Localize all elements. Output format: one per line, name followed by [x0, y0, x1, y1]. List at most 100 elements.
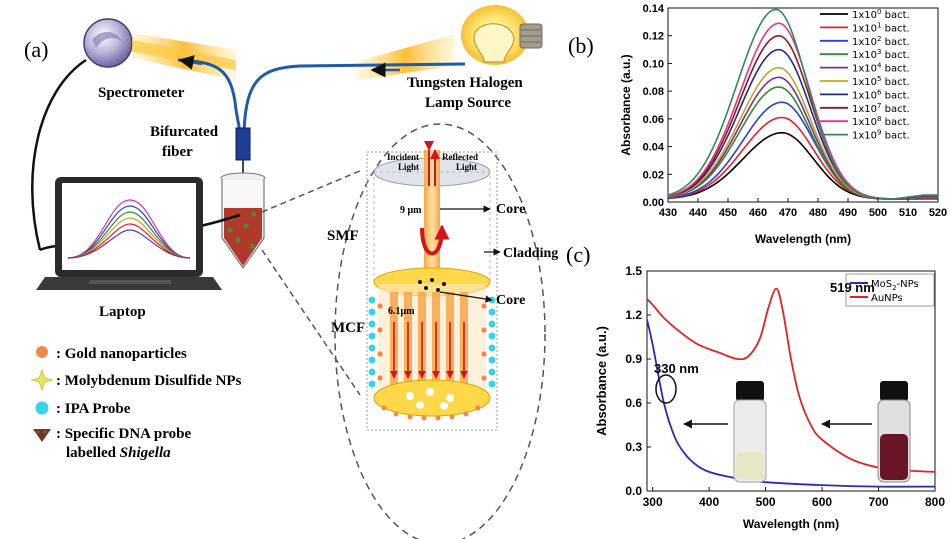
chart-c-xlabel: Wavelength (nm)	[743, 517, 839, 531]
cladding-label: Cladding	[503, 246, 558, 261]
chart-c-y-tick-label: 0.9	[625, 352, 642, 366]
incident-light-label-2: Light	[398, 162, 419, 172]
spectrometer-label: Spectrometer	[98, 85, 185, 101]
chart-b-x-tick-label: 430	[659, 207, 677, 219]
chart-b-x-tick-label: 510	[899, 207, 917, 219]
chart-b-legend-entry: 1x101 bact.	[852, 21, 910, 34]
chart-b-legend-entry: 1x107 bact.	[852, 102, 910, 115]
smf-label: SMF	[327, 228, 359, 244]
chart-b-y-tick-label: 0.14	[643, 3, 665, 15]
direction-arrow-icon	[178, 55, 400, 78]
chart-b-legend-entry: 1x100 bact.	[852, 8, 910, 21]
chart-b-legend-entry: 1x109 bact.	[852, 129, 910, 142]
chart-b-y-tick-label: 0.08	[643, 86, 664, 98]
chart-b-legend-entry: 1x104 bact.	[852, 62, 910, 75]
chart-b-x-tick-label: 490	[839, 207, 857, 219]
chart-b-x-tick-label: 450	[719, 207, 737, 219]
chart-c-x-tick-label: 300	[643, 495, 663, 509]
chart-c-y-tick-label: 0.3	[625, 440, 642, 454]
fiber-label-line1: Bifurcated	[150, 124, 219, 140]
chart-b-ylabel: Absorbance (a.u.)	[619, 54, 633, 155]
schematic-legend: : Gold nanoparticles : Molybdenum Disulf…	[30, 346, 242, 461]
annotation-519nm: 519 nm	[830, 280, 875, 295]
chart-b-y-ticks: 0.00 0.02 0.04 0.06 0.08 0.10 0.12 0.14	[643, 3, 672, 209]
laptop-label: Laptop	[99, 304, 146, 320]
chart-c-x-ticks: 300 400 500 600 700 800	[643, 487, 945, 509]
aunps-vial-image	[877, 381, 911, 483]
reflected-light-label-2: Light	[456, 162, 477, 172]
mcf-core-diameter-label: 6.1μm	[388, 306, 415, 317]
chart-c-legend-box	[845, 273, 935, 307]
chart-b-y-tick-label: 0.12	[643, 31, 664, 43]
mcf-label: MCF	[331, 320, 365, 336]
gold-nanoparticle-icon	[36, 346, 48, 358]
chart-c-x-tick-label: 400	[699, 495, 719, 509]
ipa-probe-icon	[35, 401, 49, 415]
panel-a-schematic: (a) Spectrometer Tungsten Halogen Lamp S…	[24, 5, 558, 539]
panel-c-label: (c)	[566, 242, 590, 267]
chart-b-legend-entry: 1x108 bact.	[852, 115, 910, 128]
lamp-label-line1: Tungsten Halogen	[407, 75, 523, 91]
330nm-highlight-ring	[655, 374, 677, 404]
mos2-nanoparticle-icon	[30, 369, 54, 391]
legend-item-mos2: : Molybdenum Disulfide NPs	[56, 373, 242, 389]
annotation-330nm: 330 nm	[654, 361, 699, 376]
chart-b-y-tick-label: 0.02	[643, 169, 664, 181]
chart-c-x-tick-label: 700	[869, 495, 889, 509]
chart-b-y-tick-label: 0.00	[643, 197, 664, 209]
chart-c-y-tick-label: 1.2	[625, 308, 642, 322]
legend-item-ipa: : IPA Probe	[56, 401, 131, 417]
panel-b-label: (b)	[568, 33, 594, 58]
lamp-label-line2: Lamp Source	[425, 95, 511, 111]
reflected-light-label: Reflected	[442, 152, 478, 162]
chart-c-series-line	[646, 287, 936, 473]
chart-b-x-tick-label: 500	[869, 207, 887, 219]
chart-b-x-tick-label: 460	[749, 207, 767, 219]
chart-b-y-tick-label: 0.04	[643, 142, 665, 154]
panel-c-chart: (c) 300 400 500 600 700 800 0.0 0.3 0.6 0.9 1.2 1.…	[566, 242, 945, 531]
chart-b-x-tick-label: 520	[929, 207, 947, 219]
mos2-vial-image	[733, 381, 767, 483]
fiber-zoom-inset: Incident Light Reflected Light 9 μm Core…	[327, 123, 558, 539]
chart-c-y-tick-label: 0.0	[625, 484, 642, 498]
core-label-top: Core	[496, 202, 525, 217]
core-diameter-label: 9 μm	[400, 205, 422, 216]
fiber-label-line2: fiber	[162, 144, 193, 160]
chart-c-x-tick-label: 500	[756, 495, 776, 509]
chart-b-legend-entry: 1x105 bact.	[852, 75, 910, 88]
chart-c-x-tick-label: 600	[812, 495, 832, 509]
chart-b-legend-entry: 1x106 bact.	[852, 88, 910, 101]
chart-b-series-line	[667, 8, 938, 200]
dna-probe-icon	[33, 429, 51, 442]
chart-b-x-tick-label: 470	[779, 207, 797, 219]
chart-b-legend-entry: 1x103 bact.	[852, 48, 910, 61]
chart-c-legend-entry: MoS2-NPs	[871, 279, 919, 292]
chart-b-legend: 1x100 bact.1x101 bact.1x102 bact.1x103 b…	[820, 8, 910, 142]
chart-c-x-tick-label: 800	[925, 495, 945, 509]
chart-b-xlabel: Wavelength (nm)	[755, 232, 851, 246]
legend-item-dna: : Specific DNA probe	[56, 426, 191, 442]
chart-c-ylabel: Absorbance (a.u.)	[594, 326, 609, 436]
chart-b-y-tick-label: 0.10	[643, 58, 664, 70]
chart-b-series-group	[667, 8, 938, 200]
chart-b-legend-entry: 1x102 bact.	[852, 35, 910, 48]
incident-light-label: Incident	[387, 152, 419, 162]
spectrometer-icon	[83, 18, 236, 80]
laptop-screen-curves	[67, 199, 191, 259]
chart-b-y-tick-label: 0.06	[643, 114, 664, 126]
chart-c-y-ticks: 0.0 0.3 0.6 0.9 1.2 1.5	[625, 264, 651, 498]
chart-b-x-tick-label: 480	[809, 207, 827, 219]
legend-item-gold: : Gold nanoparticles	[56, 346, 187, 362]
chart-c-legend-entry: AuNPs	[871, 293, 903, 304]
legend-item-dna-line2: labelled Shigella	[66, 445, 171, 461]
chart-b-x-tick-label: 440	[689, 207, 707, 219]
sample-tube-icon	[220, 172, 266, 270]
core-label-bottom: Core	[496, 293, 525, 308]
chart-b-x-ticks: 430 440 450 460 470 480 490 500 510 520	[659, 198, 947, 219]
chart-c-y-tick-label: 0.6	[625, 396, 642, 410]
laptop-icon	[31, 58, 241, 290]
chart-c-y-tick-label: 1.5	[625, 264, 642, 278]
